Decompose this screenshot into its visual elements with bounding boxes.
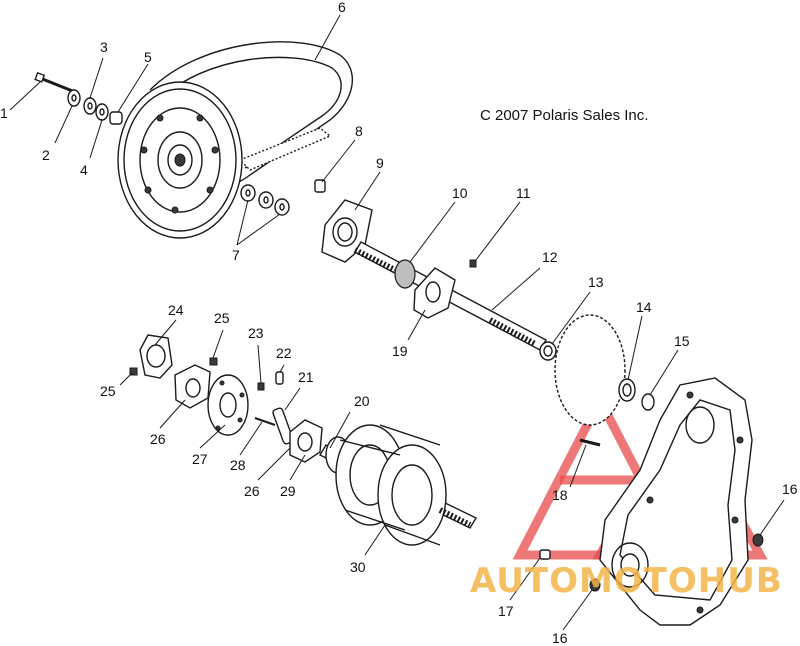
callout-30: 30 xyxy=(350,559,366,575)
callout-19: 19 xyxy=(392,343,408,359)
callout-12: 12 xyxy=(542,249,558,265)
callout-6: 6 xyxy=(338,0,346,15)
leader-lines xyxy=(9,14,785,631)
chaincase-housing xyxy=(539,377,764,626)
callout-5: 5 xyxy=(144,49,152,65)
callout-7: 7 xyxy=(232,247,240,263)
drive-sprocket-assembly xyxy=(117,41,354,239)
callout-26-bottom: 26 xyxy=(244,483,260,499)
callout-22: 22 xyxy=(276,345,292,361)
brake-disc-parts-13-14-15 xyxy=(539,314,655,426)
drive-shaft-part-30 xyxy=(319,424,477,546)
callout-11: 11 xyxy=(516,185,531,201)
callout-16-bottom: 16 xyxy=(552,630,568,646)
callout-24: 24 xyxy=(168,302,184,318)
copyright-notice: C 2007 Polaris Sales Inc. xyxy=(480,107,648,124)
washer-stack-parts-2-3-4-5 xyxy=(67,89,123,125)
jackshaft-parts-10-12-19 xyxy=(353,241,547,351)
callout-25-left: 25 xyxy=(100,383,116,399)
callout-15: 15 xyxy=(674,333,690,349)
callout-3: 3 xyxy=(100,39,108,55)
callout-21: 21 xyxy=(298,369,314,385)
callout-26-left: 26 xyxy=(150,431,166,447)
callout-2: 2 xyxy=(42,147,50,163)
watermark-text: AUTOMOTOHUB xyxy=(470,561,783,601)
callout-18: 18 xyxy=(552,487,568,503)
callout-17: 17 xyxy=(498,603,514,619)
callout-13: 13 xyxy=(588,274,604,290)
washers-part-7 xyxy=(240,184,290,216)
callout-20: 20 xyxy=(354,393,370,409)
callout-4: 4 xyxy=(80,162,88,178)
bolt-part-1 xyxy=(34,71,76,94)
callout-1: 1 xyxy=(0,105,8,121)
bearing-housing-parts-24-29 xyxy=(129,334,323,463)
callout-28: 28 xyxy=(230,457,246,473)
callout-25-top: 25 xyxy=(214,310,230,326)
callout-23: 23 xyxy=(248,325,264,341)
callout-16-right: 16 xyxy=(782,481,798,497)
callout-10: 10 xyxy=(452,185,468,201)
callout-8: 8 xyxy=(355,123,363,139)
callout-29: 29 xyxy=(280,483,296,499)
callout-14: 14 xyxy=(636,299,652,315)
callout-27: 27 xyxy=(192,451,208,467)
callout-9: 9 xyxy=(376,155,384,171)
